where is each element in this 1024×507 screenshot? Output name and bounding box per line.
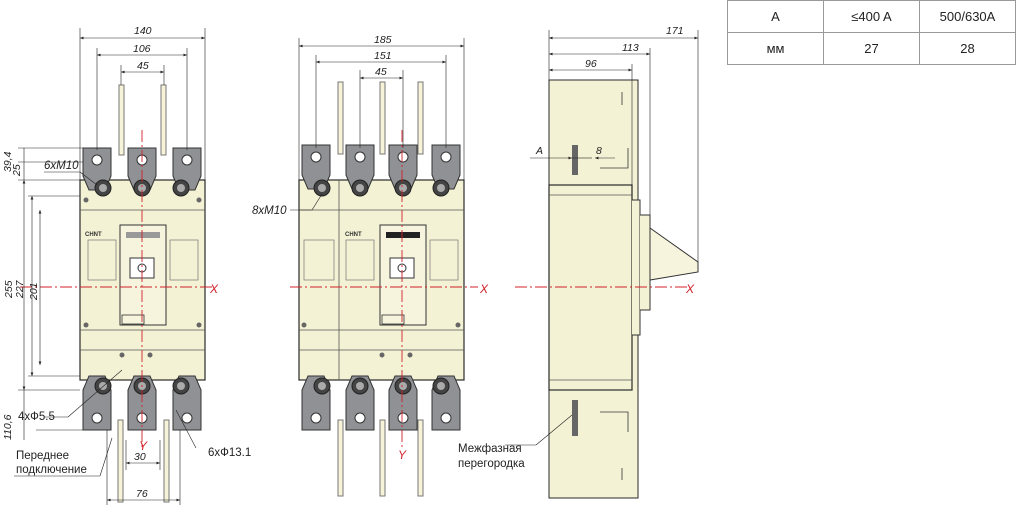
side-view-dim-depth-113: 113	[622, 42, 639, 54]
front-view-dim-bottom-76: 76	[136, 488, 148, 500]
four-pole-view-dim-width-mid: 151	[374, 50, 392, 62]
side-view-label-barrier-1: Межфазная	[458, 443, 522, 455]
side-view-handle	[649, 227, 699, 281]
front-view-label-mount-holes: 4хФ5.5	[18, 411, 55, 423]
front-view-dim-top-25: 25	[11, 164, 23, 177]
table-cell: 28	[919, 32, 1016, 65]
side-view-dim-8: 8	[596, 145, 602, 157]
side-view-label-barrier-2: перегородка	[458, 458, 525, 470]
table-cell: A	[727, 0, 824, 33]
table-row: мм 27 28	[727, 32, 1016, 65]
four-pole-view-axis-y: Y	[398, 448, 407, 462]
front-view-label-bolts: 6хМ10	[44, 160, 79, 172]
four-pole-view-label-bolts: 8хМ10	[252, 205, 287, 217]
front-view: CHNT X Y 140 106 45	[2, 25, 251, 505]
front-view-dim-height-227: 227	[14, 279, 26, 299]
table-cell: мм	[727, 32, 824, 65]
table-cell: 500/630A	[919, 0, 1016, 33]
front-view-top-terminals	[82, 147, 202, 197]
front-view-label-terminal-holes: 6хФ13.1	[208, 447, 251, 459]
front-view-dim-bottom-30: 30	[134, 451, 146, 463]
side-view-body	[548, 184, 633, 391]
side-view: X 171 113 96 A 8 Межфазная перегородка	[458, 25, 699, 499]
front-view-dim-width-total: 140	[134, 25, 152, 37]
four-pole-view-brand: CHNT	[345, 232, 362, 238]
front-view-label-front-conn-2: подключение	[16, 464, 87, 476]
side-view-dim-depth-total: 171	[666, 25, 684, 37]
front-view-dim-height-255: 255	[3, 280, 15, 299]
front-view-label-front-conn-1: Переднее	[16, 450, 69, 462]
front-view-axis-y: Y	[139, 439, 148, 453]
front-view-dim-pitch: 45	[137, 60, 149, 72]
front-view-dim-bottom-110: 110,6	[2, 414, 14, 440]
front-view-axis-x: X	[209, 282, 219, 296]
front-view-dim-top-39: 39,4	[2, 151, 14, 172]
table-cell: 27	[823, 32, 920, 65]
side-view-dim-a: A	[535, 145, 543, 157]
table-cell: ≤400 A	[823, 0, 920, 33]
side-view-axis-x: X	[685, 282, 695, 296]
four-pole-view: CHNT X Y 185 151 45 8хМ10	[252, 34, 489, 497]
four-pole-view-dim-pitch: 45	[375, 66, 387, 78]
four-pole-view-top-terminals	[301, 144, 461, 197]
four-pole-view-dim-width-total: 185	[374, 34, 392, 46]
table-row: A ≤400 A 500/630A	[727, 0, 1016, 33]
spec-table: A ≤400 A 500/630A мм 27 28	[727, 0, 1016, 65]
front-view-brand: CHNT	[85, 232, 102, 238]
front-view-dim-width-mid: 106	[133, 43, 151, 55]
front-view-rods	[117, 84, 170, 503]
front-view-bottom-terminals	[82, 375, 202, 431]
four-pole-view-axis-x: X	[479, 282, 489, 296]
four-pole-view-bottom-terminals	[301, 375, 461, 431]
side-view-dim-depth-96: 96	[585, 58, 597, 70]
front-view-dim-height-201: 201	[28, 282, 40, 301]
